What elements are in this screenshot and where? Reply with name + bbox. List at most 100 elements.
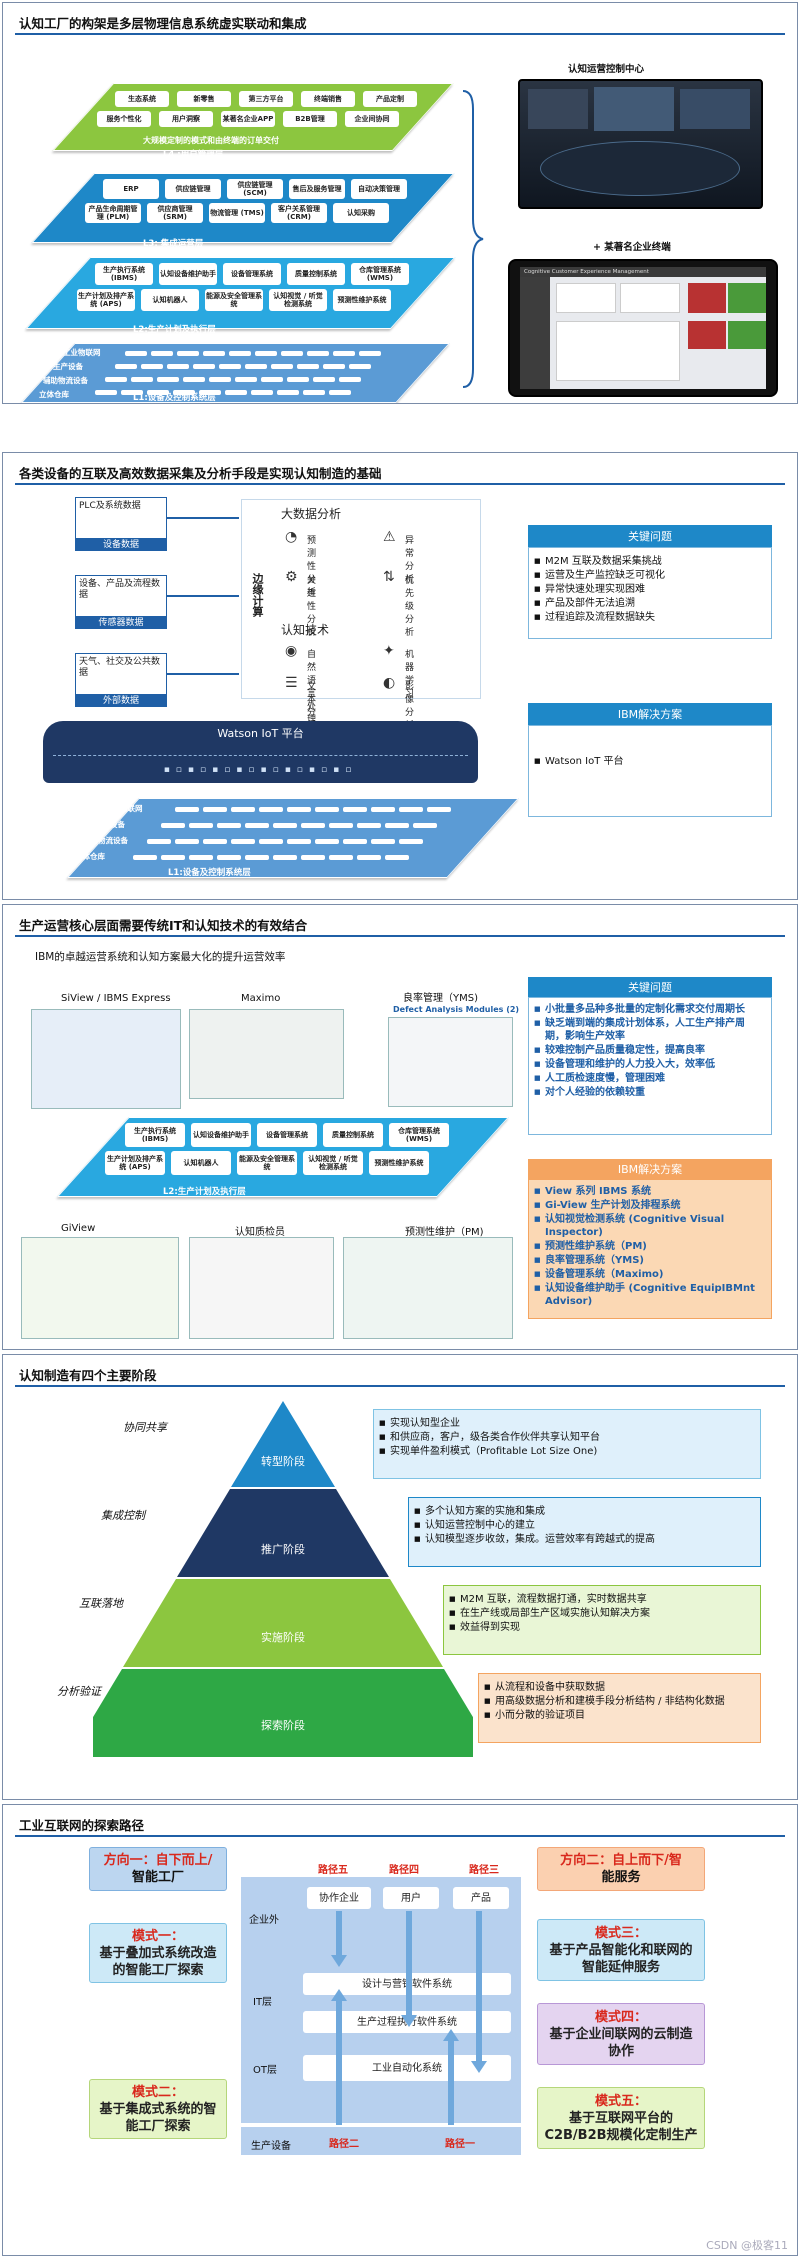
- l1-bar: [203, 351, 225, 356]
- l1-bar: [297, 364, 319, 369]
- key-issues-box: M2M 互联及数据采集挑战运营及生产监控缺乏可视化异常快速处理实现困难产品及部件…: [528, 547, 772, 639]
- l2-chip: 认知设备维护助手: [159, 263, 217, 285]
- analytics-icon: ⚠: [383, 529, 396, 545]
- l4-chip: 产品定制: [363, 91, 417, 107]
- terminal-title: Cognitive Customer Experience Management: [520, 267, 766, 277]
- l1-bar: [323, 364, 345, 369]
- control-center-label: 认知运营控制中心: [568, 61, 644, 75]
- list-item: 小批量多品种多批量的定制化需求交付周期长: [545, 1003, 763, 1016]
- l4-chip: B2B管理: [283, 111, 337, 127]
- l3-chip: 售后及服务管理: [289, 179, 345, 199]
- l2-caption: L2:生产计划及执行层: [163, 1185, 246, 1197]
- l2-caption: L2:生产计划及执行层: [133, 323, 216, 335]
- list-item: 用高级数据分析和建模手段分析结构 / 非结构化数据: [495, 1695, 752, 1708]
- list-item: 设备管理和维护的人力投入大，效率低: [545, 1058, 763, 1071]
- l2-chip: 质量控制系统: [287, 263, 345, 285]
- l2-chip: 认知机器人: [141, 289, 199, 311]
- stage-description: 实现认知型企业和供应商，客户，级各类合作伙伴共享认知平台实现单件盈利模式（Pro…: [373, 1409, 761, 1479]
- cog-icon: ☰: [285, 675, 298, 691]
- defect-title: Defect Analysis Modules (2): [393, 1005, 519, 1014]
- l1-bar: [141, 364, 163, 369]
- analytics-icon: ⚙: [285, 569, 298, 585]
- l3-chip: 自动决策管理: [351, 179, 407, 199]
- device-icons: ▪▫▪▫▪▫▪▫▪▫▪▫▪▫▪▫: [93, 765, 428, 775]
- key-issues-header: 关键问题: [528, 977, 772, 997]
- l1-bar: [357, 823, 381, 828]
- l1-bar: [349, 364, 371, 369]
- l1-bar: [175, 807, 199, 812]
- path-5: 路径五: [318, 1861, 348, 1876]
- l3-chip: 供应链管理 (SCM): [227, 179, 283, 199]
- list-item: 较难控制产品质量稳定性，提高良率: [545, 1044, 763, 1057]
- l4-caption: L4 :用户管理层: [163, 148, 223, 160]
- label-siview: SiView / IBMS Express: [61, 993, 171, 1004]
- list-item: 实现单件盈利模式（Profitable Lot Size One): [390, 1445, 752, 1458]
- cogtech-title: 认知技术: [281, 621, 329, 638]
- l1-label-3: 立体仓库: [39, 389, 69, 400]
- l4-chip: 生态系统: [115, 91, 169, 107]
- l1-bar: [287, 807, 311, 812]
- slide-title: 认知制造有四个主要阶段: [19, 1365, 157, 1384]
- l1-bar: [231, 839, 255, 844]
- list-item: 认知运营控制中心的建立: [425, 1519, 752, 1532]
- l1-bar: [329, 823, 353, 828]
- siview-screenshot: [31, 1009, 181, 1109]
- list-item: 过程追踪及流程数据缺失: [545, 611, 763, 624]
- l2-chip: 认知机器人: [171, 1151, 231, 1175]
- l2-chip: 预测性维护系统: [369, 1151, 429, 1175]
- source-box: PLC及系统数据: [75, 497, 167, 539]
- l3-chip: 产品生命周期管理 (PLM): [85, 203, 141, 223]
- slide-5-paths: 工业互联网的探索路径 企业外 IT层 OT层 生产设备 路径五 路径四 路径三 …: [2, 1804, 798, 2256]
- l1-bar: [273, 823, 297, 828]
- l1-label-1: 生产设备: [95, 819, 125, 830]
- l1-bar: [413, 823, 437, 828]
- l1-bar: [371, 839, 395, 844]
- l1-bar: [177, 351, 199, 356]
- l3-chip: 客户关系管理 (CRM): [271, 203, 327, 223]
- title-divider: [15, 935, 785, 937]
- label-maximo: Maximo: [241, 993, 280, 1004]
- l1-bar: [343, 807, 367, 812]
- l1-bar: [385, 855, 409, 860]
- list-item: 从流程和设备中获取数据: [495, 1681, 752, 1694]
- l1-caption: L1:设备及控制系统层: [168, 866, 251, 878]
- slide-1-architecture: 认知工厂的构架是多层物理信息系统虚实联动和集成 生态系统新零售第三方平台终端销售…: [2, 2, 798, 404]
- l1-bar: [315, 807, 339, 812]
- list-item: 运营及生产监控缺乏可视化: [545, 569, 763, 582]
- mode-1: 模式一：基于叠加式系统改造的智能工厂探索: [89, 1923, 227, 1983]
- l1-bar: [399, 839, 423, 844]
- l1-bar: [313, 377, 335, 382]
- terminal-label: + 某著名企业终端: [593, 239, 671, 253]
- l1-bar: [359, 351, 381, 356]
- list-item: 认知设备维护助手 (Cognitive EquipIBMnt Advisor): [545, 1282, 763, 1308]
- l1-label-0: 工业物联网: [105, 803, 143, 814]
- l1-bar: [273, 855, 297, 860]
- pm-screenshot: [343, 1237, 513, 1339]
- l1-bar: [125, 351, 147, 356]
- path-4: 路径四: [389, 1861, 419, 1876]
- label-giview: GiView: [61, 1223, 95, 1234]
- l1-bar: [133, 855, 157, 860]
- l1-bar: [339, 377, 361, 382]
- l2-chip: 生产计划及排产系统 (APS): [77, 289, 135, 311]
- slide-3-operations: 生产运营核心层面需要传统IT和认知技术的有效结合 IBM的卓越运营系统和认知方案…: [2, 904, 798, 1350]
- slide-title: 各类设备的互联及高效数据采集及分析手段是实现认知制造的基础: [19, 463, 382, 482]
- ibm-solution-header: IBM解决方案: [528, 1159, 772, 1179]
- source-caption: 外部数据: [75, 695, 167, 707]
- yms-screenshot: [388, 1017, 513, 1107]
- stage-description: 从流程和设备中获取数据用高级数据分析和建模手段分析结构 / 非结构化数据小而分散…: [478, 1673, 761, 1743]
- list-item: Watson IoT 平台: [545, 755, 763, 768]
- ibm-solution-box: Watson IoT 平台: [528, 725, 772, 817]
- l1-bar: [189, 823, 213, 828]
- l1-bar: [343, 839, 367, 844]
- l1-bar: [261, 377, 283, 382]
- l4-chip: 某著名企业APP: [221, 111, 275, 127]
- list-item: 预测性维护系统（PM): [545, 1240, 763, 1253]
- l1-bar: [225, 390, 247, 395]
- l2-chip: 仓库管理系统 (WMS): [389, 1123, 449, 1147]
- list-item: M2M 互联，流程数据打通，实时数据共享: [460, 1593, 752, 1606]
- l4-chip: 新零售: [177, 91, 231, 107]
- direction-2: 方向二：自上而下/智能服务: [537, 1847, 705, 1891]
- edge-box: [241, 499, 481, 699]
- title-divider: [15, 33, 785, 35]
